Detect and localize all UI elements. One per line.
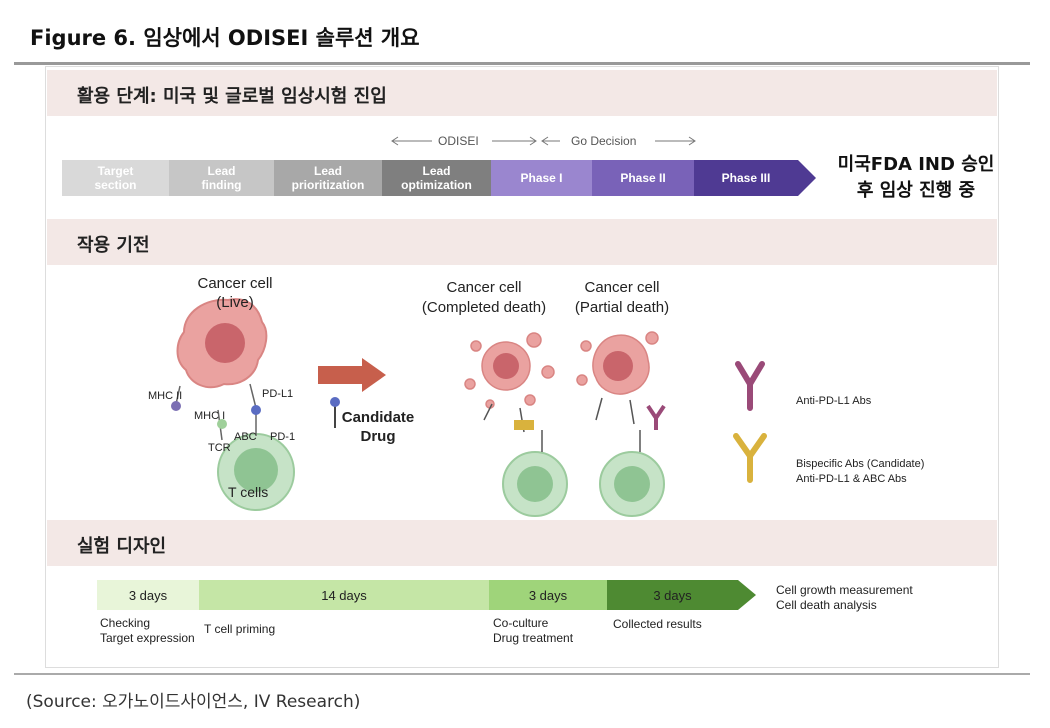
- figure-title: Figure 6. 임상에서 ODISEI 솔루션 개요: [30, 26, 420, 50]
- fda-status: 미국FDA IND 승인 후 임상 진행 중: [826, 152, 1006, 204]
- anti-pdl1-antibody-icon: [735, 361, 765, 411]
- completed-death-label: Cancer cell (Completed death): [421, 279, 547, 316]
- pd1-label: PD-1: [270, 431, 296, 443]
- fda-status-line1: 미국FDA IND 승인: [837, 154, 995, 175]
- pipeline-arrow-tip: [798, 160, 816, 196]
- partial-death-t-cell-icon: [599, 451, 665, 517]
- timeline-segment-4: 3 days: [607, 580, 738, 610]
- mhc2-label: MHC II: [148, 390, 183, 402]
- source-note: (Source: 오가노이드사이언스, IV Research): [26, 692, 361, 712]
- section-title-mechanism: 작용 기전: [77, 235, 150, 256]
- pdl1-marker-icon: [251, 405, 261, 415]
- timeline-segment-2: 14 days: [199, 580, 489, 610]
- partial-death-label: Cancer cell (Partial death): [574, 279, 670, 316]
- mhc1-label: MHC I: [194, 410, 226, 422]
- timeline-segment-1: 3 days: [97, 580, 199, 610]
- timeline-end-note: Cell growth measurement Cell death analy…: [776, 583, 913, 612]
- partial-death-antibody-icon: [646, 404, 666, 430]
- timeline-arrow-tip: [738, 580, 756, 610]
- completed-death-t-cell-icon: [502, 451, 568, 517]
- section-title-design: 실험 디자인: [77, 536, 167, 557]
- bispecific-antibody-icon: [733, 433, 767, 483]
- tcr-label: TCR: [208, 442, 231, 454]
- note-co-culture: Co-culture Drug treatment: [493, 616, 574, 645]
- t-cells-label: T cells: [228, 484, 269, 500]
- odisei-range-arrows: [391, 136, 696, 146]
- treatment-arrow-icon: [318, 358, 386, 392]
- partial-death-binding-icon: [595, 397, 641, 452]
- legend-anti-pdl1: Anti-PD-L1 Abs: [796, 395, 872, 407]
- completed-death-bispecific-icon: [514, 420, 534, 430]
- note-checking: Checking Target expression: [100, 616, 195, 645]
- section-band-mechanism: 작용 기전: [47, 219, 997, 265]
- bottom-rule: [14, 673, 1030, 675]
- completed-death-cell-icon: [464, 332, 555, 409]
- pdl1-label: PD-L1: [262, 388, 294, 400]
- stage-lead-optimization: Lead optimization: [382, 160, 491, 196]
- stage-lead-prioritization: Lead prioritization: [274, 160, 382, 196]
- odisei-range-label: ODISEI: [438, 134, 479, 148]
- fda-status-line2: 후 임상 진행 중: [856, 180, 976, 201]
- stage-target-section: Target section: [62, 160, 169, 196]
- go-decision-label: Go Decision: [571, 134, 637, 148]
- note-t-cell-priming: T cell priming: [204, 622, 276, 636]
- top-rule: [14, 62, 1030, 65]
- stage-phase-1: Phase I: [491, 160, 592, 196]
- candidate-drug-label: Candidate Drug: [341, 409, 415, 445]
- mhc1-marker-icon: [217, 419, 227, 429]
- t-cell-icon: [217, 433, 295, 511]
- live-cancer-cell-icon: [176, 298, 268, 389]
- section-band-design: 실험 디자인: [47, 520, 997, 566]
- candidate-drug-icon: [330, 397, 340, 428]
- stage-phase-2: Phase II: [592, 160, 694, 196]
- stage-lead-finding: Lead finding: [169, 160, 274, 196]
- timeline-segment-3: 3 days: [489, 580, 607, 610]
- section-band-stages: 활용 단계: 미국 및 글로벌 임상시험 진입: [47, 70, 997, 116]
- abc-label: ABC: [234, 431, 257, 443]
- live-cell-label: Cancer cell (Live): [197, 275, 273, 311]
- mhc2-marker-icon: [171, 401, 181, 411]
- partial-death-cell-icon: [576, 331, 659, 395]
- section-title-stages: 활용 단계: 미국 및 글로벌 임상시험 진입: [77, 86, 387, 107]
- note-collected-results: Collected results: [613, 617, 702, 631]
- stage-phase-3: Phase III: [694, 160, 798, 196]
- legend-bispecific: Bispecific Abs (Candidate) Anti-PD-L1 & …: [796, 458, 925, 485]
